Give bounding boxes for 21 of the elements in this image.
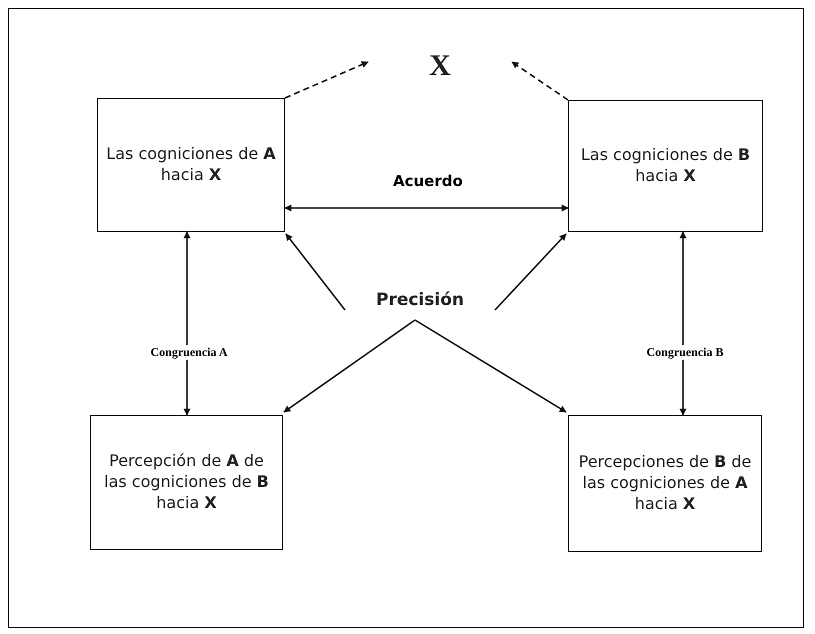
- node-text: Precisión: [376, 288, 464, 312]
- arrow: [184, 231, 190, 416]
- arrow: [414, 319, 567, 413]
- arrow: [283, 319, 416, 413]
- concept-box: [97, 98, 285, 232]
- node-text: Las cogniciones de B hacia X: [580, 145, 752, 187]
- arrow: [284, 61, 369, 99]
- arrow: [285, 233, 346, 310]
- edge-label: Congruencia A: [148, 344, 230, 360]
- concept-box: [568, 100, 763, 232]
- node-text: Las cogniciones de A hacia X: [105, 144, 277, 186]
- arrow: [511, 61, 568, 101]
- edge-label: Congruencia B: [644, 344, 726, 360]
- concept-box: [90, 415, 283, 550]
- node-text: Percepciones de B de las cogniciones de A hacia X: [578, 452, 752, 515]
- node-text: Percepción de A de las cogniciones de B hacia X: [103, 451, 270, 514]
- arrow: [680, 231, 686, 416]
- arrow: [284, 204, 569, 212]
- arrow: [494, 233, 567, 311]
- concept-box: [568, 415, 762, 552]
- node-text: X: [429, 48, 451, 84]
